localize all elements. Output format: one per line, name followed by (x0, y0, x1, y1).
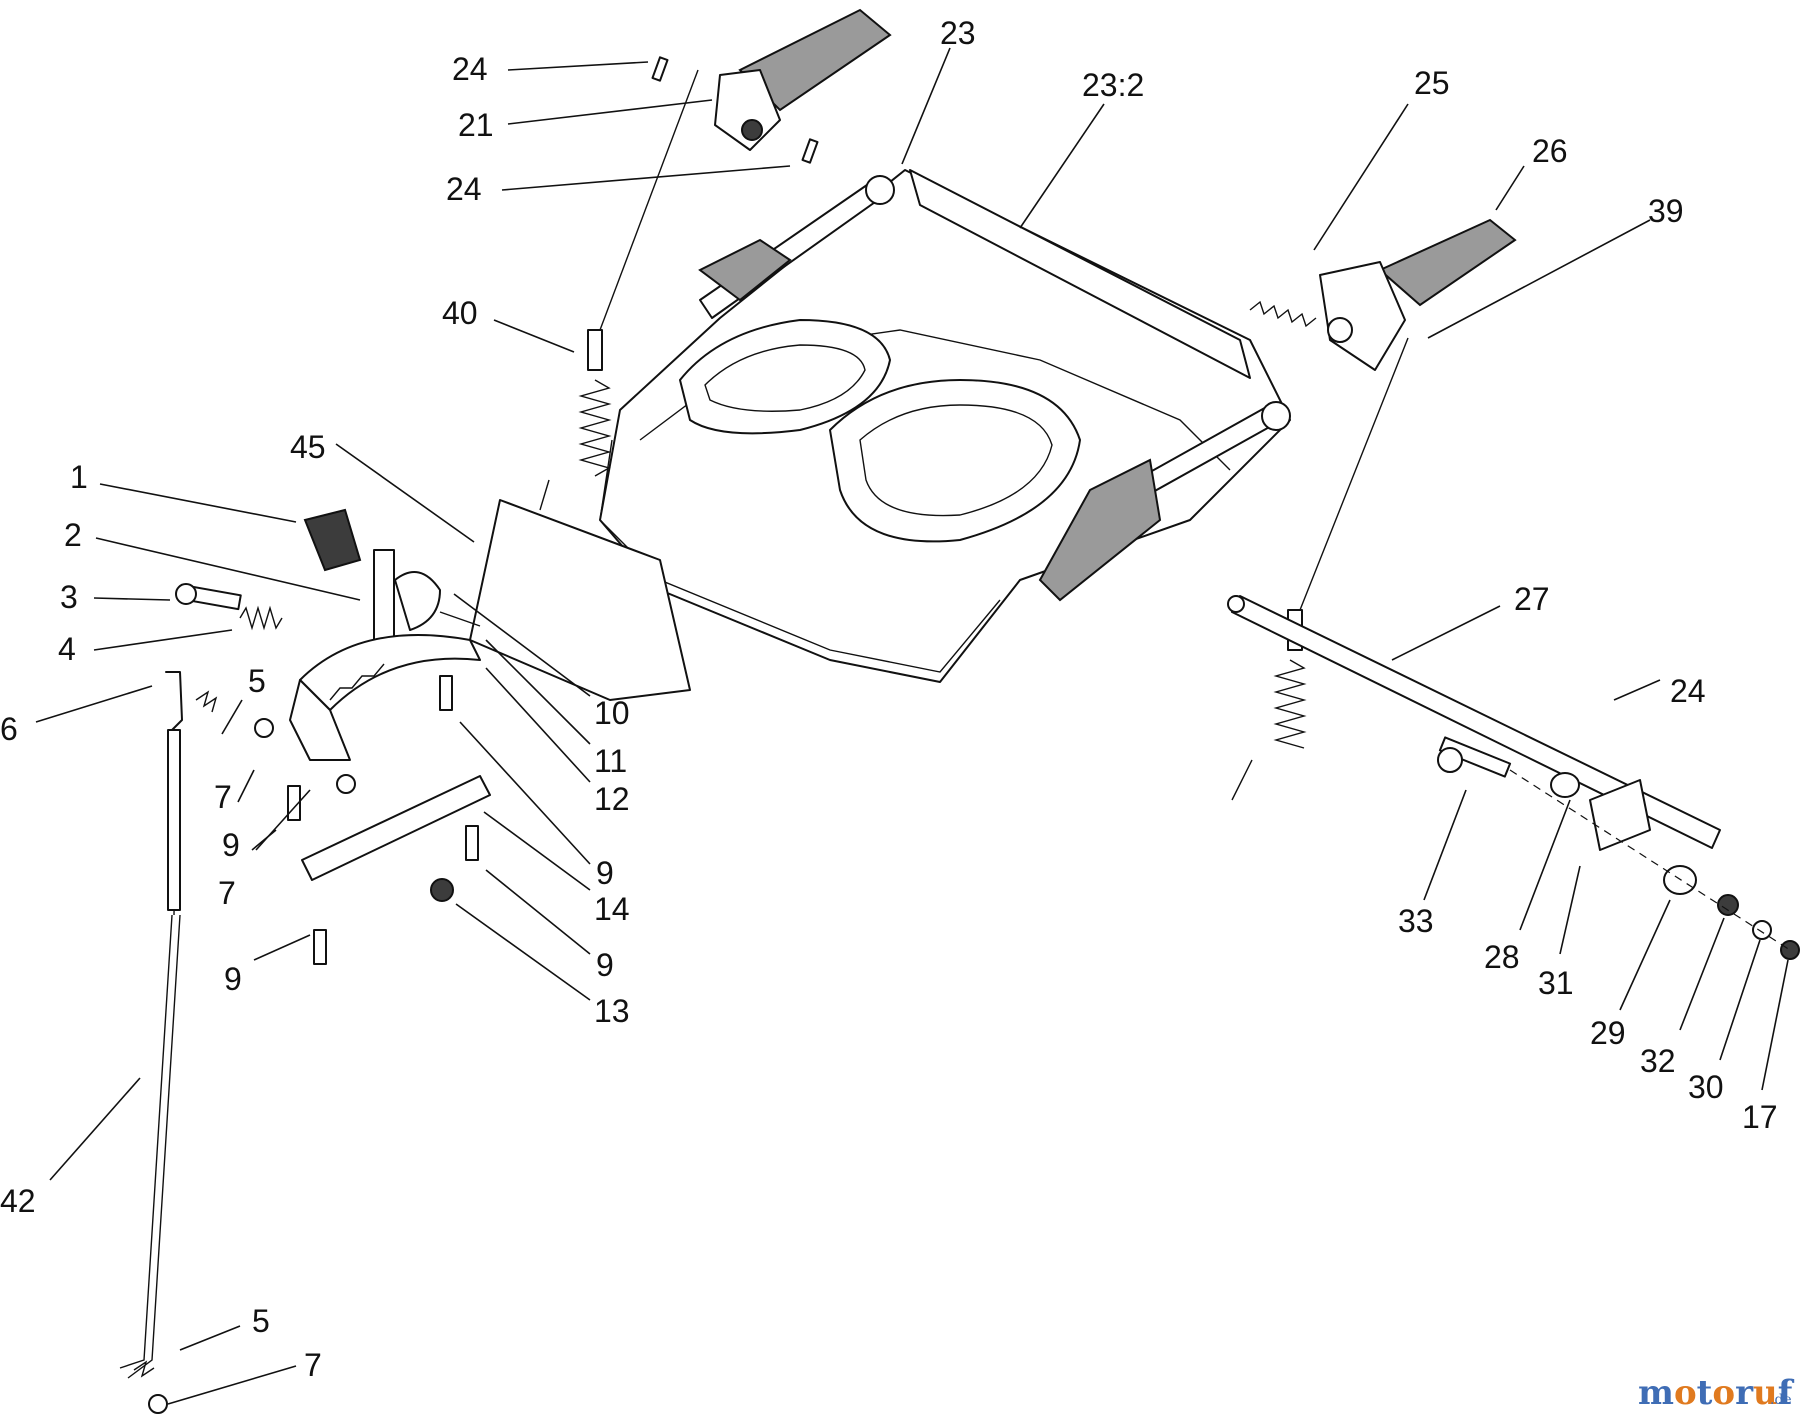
shaft-27 (1227, 595, 1721, 849)
plate-31 (1589, 779, 1651, 851)
spring-25 (1249, 300, 1317, 328)
callout-11: 11 (594, 743, 627, 779)
watermark-letter: o (1674, 1373, 1697, 1413)
callout-24-mid: 24 (446, 171, 482, 207)
callout-27: 27 (1514, 581, 1550, 617)
bolt-9-b (439, 675, 453, 711)
callout-6: 6 (0, 711, 18, 747)
knob-1 (303, 508, 362, 572)
callout-30: 30 (1688, 1069, 1724, 1105)
callout-25: 25 (1414, 65, 1450, 101)
callout-3: 3 (60, 579, 78, 615)
callout-24-top: 24 (452, 51, 488, 87)
cable-40 (539, 69, 699, 511)
nut-17 (1780, 940, 1800, 960)
part-29 (1663, 865, 1697, 895)
callout-23-2: 23:2 (1082, 67, 1144, 103)
callout-9-right-upper: 9 (596, 855, 614, 891)
left-handle-grip (714, 8, 892, 151)
lever-bracket (289, 634, 481, 761)
bolt-3 (175, 583, 242, 611)
spring-4 (239, 605, 283, 631)
watermark-letter: m (1638, 1373, 1674, 1413)
right-handle-grip (1319, 218, 1517, 371)
callout-23: 23 (940, 15, 976, 51)
callout-9-lower: 9 (224, 961, 242, 997)
bolt-9-d (313, 929, 327, 965)
pin-24-mid (801, 138, 819, 164)
callout-2: 2 (64, 517, 82, 553)
motoruf-watermark: motoruf .de (1638, 1373, 1795, 1413)
callout-7-upper: 7 (214, 779, 232, 815)
bolt-9-c (465, 825, 479, 861)
callout-7-lower: 7 (304, 1347, 322, 1383)
callout-32: 32 (1640, 1043, 1676, 1079)
callout-4: 4 (58, 631, 76, 667)
decal-23-2 (909, 169, 1251, 379)
callout-1: 1 (70, 459, 88, 495)
callout-42: 42 (0, 1183, 36, 1219)
callout-9-left: 9 (222, 827, 240, 863)
watermark-letter: t (1697, 1373, 1713, 1413)
callout-39: 39 (1648, 193, 1684, 229)
callout-labels: 24 21 24 23 23:2 25 26 39 40 45 1 2 3 4 … (0, 15, 1778, 1383)
part-32 (1717, 894, 1739, 916)
bolt-33 (1437, 736, 1512, 778)
watermark-letter: o (1712, 1373, 1735, 1413)
callout-40: 40 (442, 295, 478, 331)
watermark-letter: f (1778, 1373, 1795, 1413)
callout-33: 33 (1398, 903, 1434, 939)
washer-7-a (254, 718, 274, 738)
callout-9-right-lower: 9 (596, 947, 614, 983)
screw-10 (439, 611, 481, 627)
callout-5-lower: 5 (252, 1303, 270, 1339)
rod-42 (119, 671, 183, 1379)
callout-45: 45 (290, 429, 326, 465)
callout-13: 13 (594, 993, 630, 1029)
nut-13 (430, 878, 454, 902)
callout-10: 10 (594, 695, 630, 731)
washer-7-b (336, 774, 356, 794)
callout-28: 28 (1484, 939, 1520, 975)
washer-30 (1752, 920, 1772, 940)
callout-7-mid: 7 (218, 875, 236, 911)
callout-5-upper: 5 (248, 663, 266, 699)
callout-14: 14 (594, 891, 630, 927)
bushing-28 (1550, 772, 1580, 798)
callout-17: 17 (1742, 1099, 1778, 1135)
lever-2 (373, 549, 441, 641)
callout-24-right: 24 (1670, 673, 1706, 709)
bar-14 (301, 775, 491, 881)
watermark-letter: u (1753, 1373, 1778, 1413)
watermark-suffix: .de (1770, 1392, 1792, 1408)
callout-26: 26 (1532, 133, 1568, 169)
svg-text:motoruf: motoruf (1638, 1373, 1795, 1413)
clip-5-b (133, 1360, 155, 1378)
dash-panel-housing (599, 169, 1291, 683)
callout-12: 12 (594, 781, 630, 817)
watermark-letter: r (1735, 1373, 1754, 1413)
washer-7-c (148, 1394, 168, 1414)
pin-24-top (651, 56, 669, 82)
leader-lines (35, 47, 1789, 1405)
callout-31: 31 (1538, 965, 1574, 1001)
clip-5-a (195, 690, 218, 713)
decal-45 (469, 499, 691, 701)
callout-29: 29 (1590, 1015, 1626, 1051)
callout-21: 21 (458, 107, 494, 143)
